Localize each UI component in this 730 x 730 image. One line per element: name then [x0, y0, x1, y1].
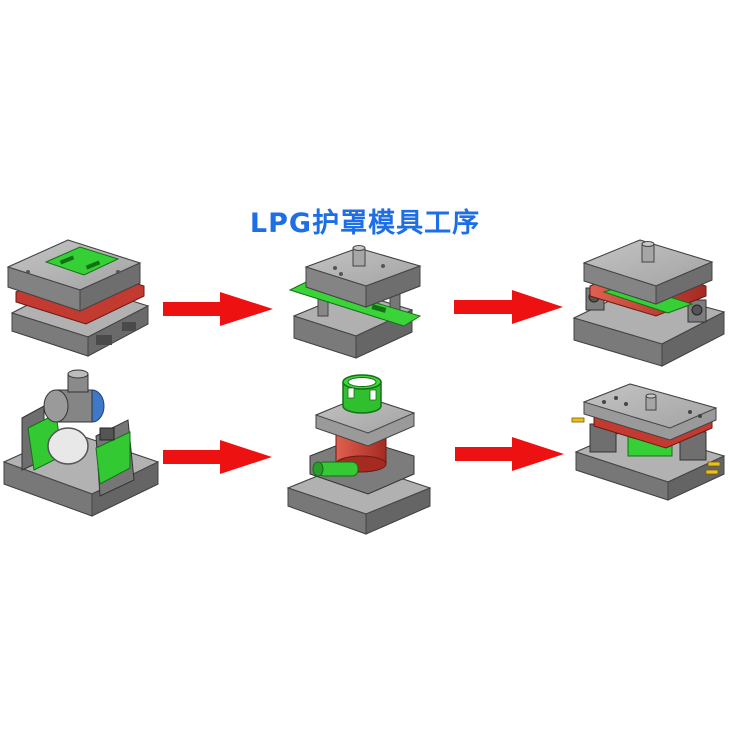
- stage-1-blanking-die: [6, 239, 150, 357]
- arrow-stage1-to-stage2: [163, 292, 273, 326]
- arrow-stage5-to-stage6: [455, 437, 564, 471]
- stage-5-forming-die: [286, 374, 432, 535]
- arrow-stage2-to-stage3: [454, 290, 563, 324]
- stage-4-rolling-die: [2, 369, 160, 517]
- stage-6-final-die: [571, 383, 726, 501]
- diagram-title: LPG护罩模具工序: [249, 208, 481, 239]
- stage-2-punching-die: [288, 245, 422, 359]
- arrow-stage4-to-stage5: [163, 440, 272, 474]
- stage-3-bending-die: [572, 239, 726, 367]
